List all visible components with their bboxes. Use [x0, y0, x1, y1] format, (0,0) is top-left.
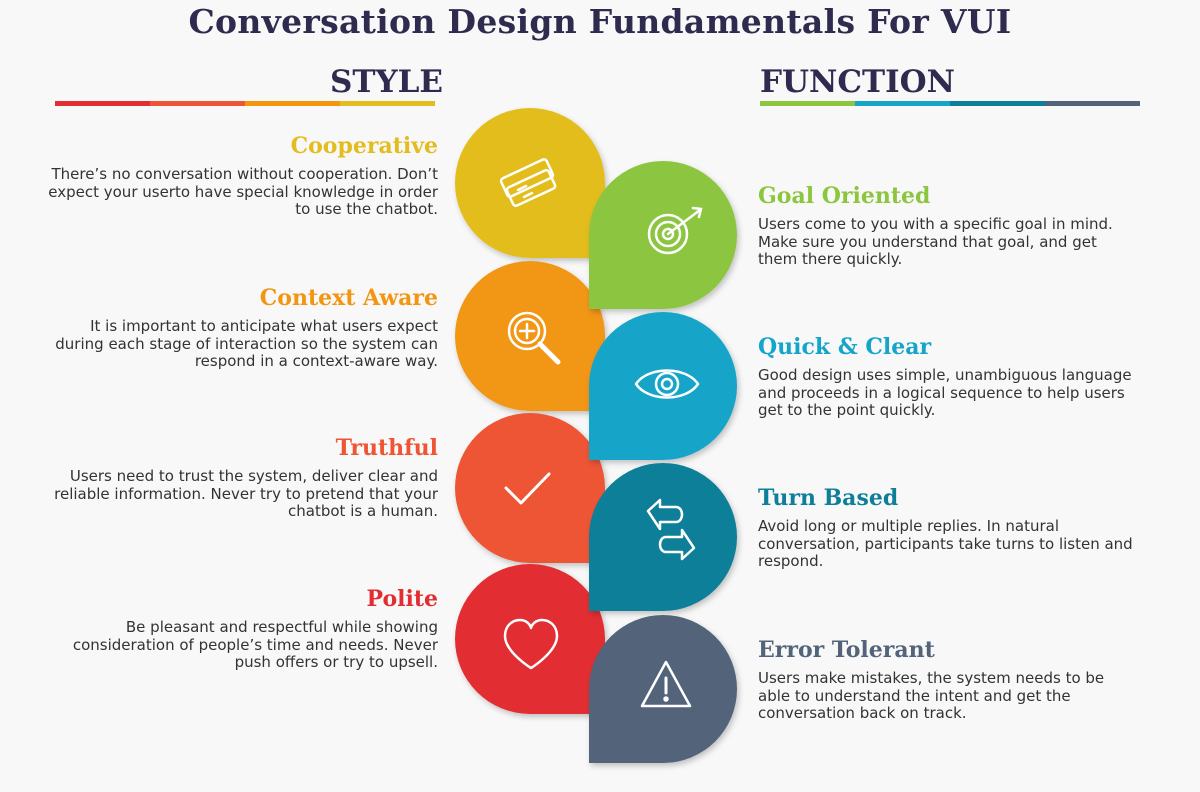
- handshake-icon: [499, 158, 557, 208]
- checkmark-icon: [504, 472, 551, 505]
- turn-based-title: Turn Based: [758, 485, 899, 511]
- goal-oriented-title: Goal Oriented: [758, 183, 931, 209]
- context-aware-title: Context Aware: [259, 285, 438, 311]
- turn-arrows-icon: [646, 498, 696, 561]
- context-aware-item: Context Aware It is important to anticip…: [40, 284, 438, 371]
- quick-clear-description: Good design uses simple, unambiguous lan…: [758, 366, 1132, 419]
- error-tolerant-title: Error Tolerant: [758, 637, 935, 663]
- truthful-item: Truthful Users need to trust the system,…: [40, 434, 438, 521]
- target-icon: [647, 206, 703, 255]
- quick-clear-item: Quick & Clear Good design uses simple, u…: [758, 333, 1138, 420]
- polite-item: Polite Be pleasant and respectful while …: [40, 585, 438, 672]
- warning-icon: [640, 660, 692, 708]
- polite-description: Be pleasant and respectful while showing…: [72, 618, 438, 671]
- function-rule: [760, 101, 1140, 106]
- eye-icon: [634, 369, 700, 399]
- cooperative-item: Cooperative There’s no conversation with…: [40, 132, 438, 219]
- style-heading: STYLE: [330, 64, 444, 100]
- quick-clear-title: Quick & Clear: [758, 334, 932, 360]
- truthful-description: Users need to trust the system, deliver …: [54, 467, 438, 520]
- error-tolerant-petal: [589, 615, 737, 763]
- polite-petal: [455, 564, 605, 714]
- cooperative-description: There’s no conversation without cooperat…: [48, 165, 438, 218]
- cooperative-title: Cooperative: [290, 133, 438, 159]
- magnifier-plus-icon: [507, 311, 561, 365]
- polite-title: Polite: [366, 586, 439, 612]
- truthful-title: Truthful: [335, 435, 438, 461]
- heart-icon: [503, 618, 559, 670]
- context-aware-petal: [455, 261, 605, 411]
- truthful-petal: [455, 413, 605, 563]
- error-tolerant-description: Users make mistakes, the system needs to…: [758, 669, 1105, 722]
- style-rule: [55, 101, 435, 106]
- error-tolerant-item: Error Tolerant Users make mistakes, the …: [758, 636, 1138, 723]
- turn-based-item: Turn Based Avoid long or multiple replie…: [758, 484, 1138, 571]
- function-heading: FUNCTION: [760, 64, 955, 100]
- goal-oriented-description: Users come to you with a specific goal i…: [758, 215, 1113, 268]
- goal-oriented-item: Goal Oriented Users come to you with a s…: [758, 182, 1138, 269]
- turn-based-description: Avoid long or multiple replies. In natur…: [758, 517, 1133, 570]
- page-title: Conversation Design Fundamentals For VUI: [188, 2, 1012, 41]
- cooperative-petal: [455, 108, 605, 258]
- context-aware-description: It is important to anticipate what users…: [55, 317, 438, 370]
